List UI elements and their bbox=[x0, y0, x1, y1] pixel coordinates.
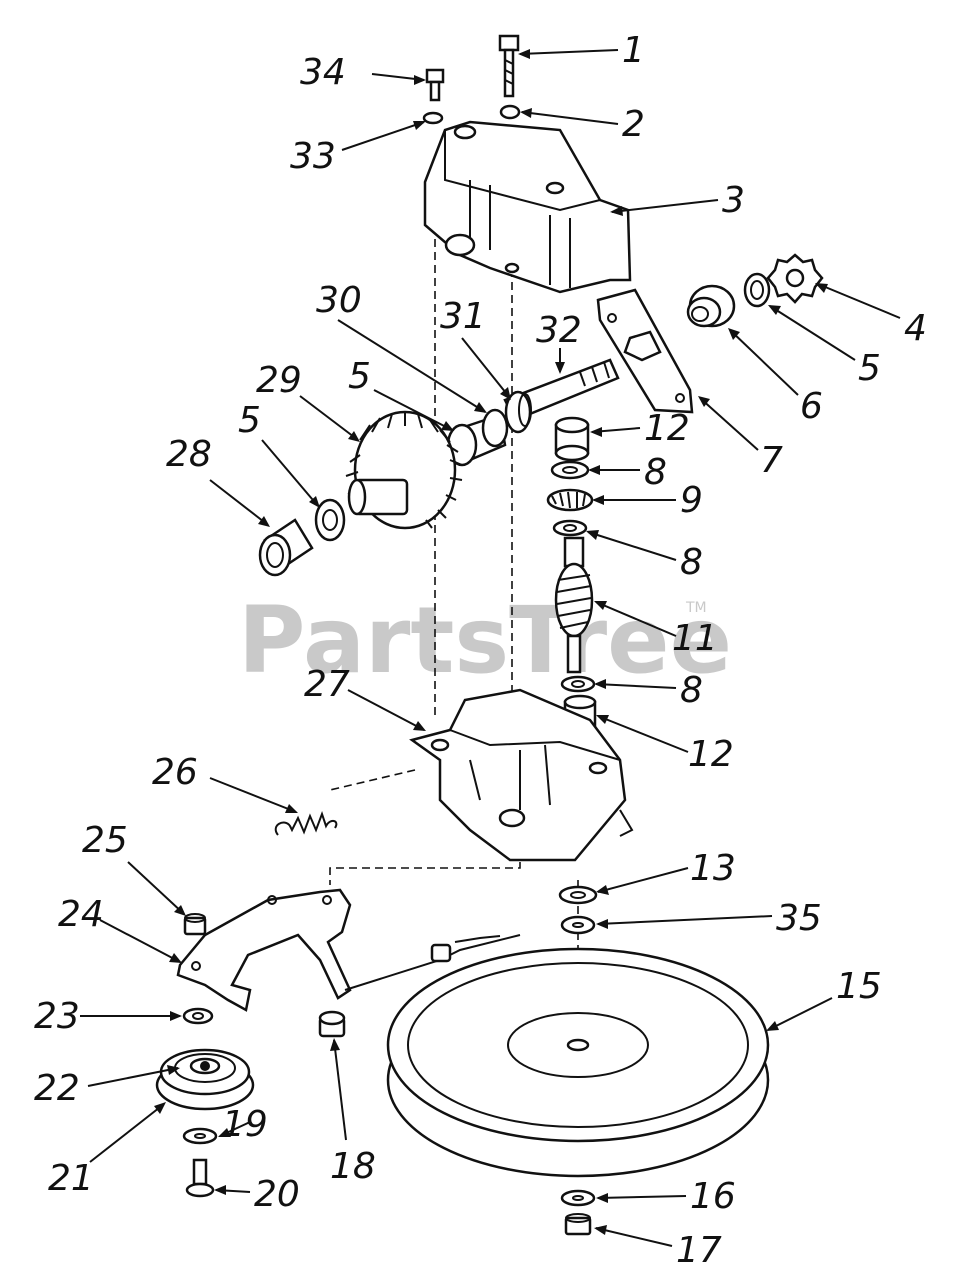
hub-part bbox=[446, 408, 509, 467]
bearing-part bbox=[558, 885, 598, 905]
callout-11: 11 bbox=[672, 618, 718, 659]
washer-part bbox=[550, 460, 590, 480]
callout-33: 33 bbox=[290, 136, 336, 177]
callout-35: 35 bbox=[776, 898, 822, 939]
bolt-part bbox=[185, 1158, 215, 1198]
bushing-part bbox=[686, 284, 736, 328]
callout-34: 34 bbox=[300, 52, 346, 93]
washer-part bbox=[560, 1189, 596, 1207]
callout-28: 28 bbox=[166, 434, 212, 475]
callout-18: 18 bbox=[330, 1146, 376, 1187]
callout-19: 19 bbox=[222, 1104, 268, 1145]
callout-12b: 12 bbox=[688, 734, 734, 775]
washer-part bbox=[743, 272, 771, 308]
leader-lines bbox=[80, 49, 901, 1247]
idler-pulley-part bbox=[155, 1048, 255, 1111]
callout-8a: 8 bbox=[644, 452, 667, 493]
callout-5c: 5 bbox=[238, 400, 261, 441]
callout-1: 1 bbox=[622, 30, 645, 71]
callout-13: 13 bbox=[690, 848, 736, 889]
callout-12a: 12 bbox=[644, 408, 690, 449]
callout-21: 21 bbox=[48, 1158, 94, 1199]
bevel-gear-part bbox=[345, 410, 463, 530]
callout-8b: 8 bbox=[680, 542, 703, 583]
callout-23: 23 bbox=[34, 996, 80, 1037]
sprocket-part bbox=[766, 253, 824, 304]
callout-22: 22 bbox=[34, 1068, 80, 1109]
callout-3: 3 bbox=[722, 180, 745, 221]
callout-15: 15 bbox=[836, 966, 882, 1007]
callout-27: 27 bbox=[304, 664, 350, 705]
callout-2: 2 bbox=[622, 104, 645, 145]
callout-20: 20 bbox=[254, 1174, 300, 1215]
thrust-bearing-part bbox=[546, 488, 594, 512]
upper-housing-part bbox=[423, 120, 632, 294]
callout-24: 24 bbox=[58, 894, 104, 935]
callout-4: 4 bbox=[904, 308, 927, 349]
lower-housing-part bbox=[409, 688, 634, 862]
collar-part bbox=[504, 390, 532, 434]
callout-32: 32 bbox=[536, 310, 582, 351]
callout-26: 26 bbox=[152, 752, 198, 793]
bolt-part bbox=[498, 34, 520, 98]
callout-31: 31 bbox=[440, 296, 486, 337]
callout-8c: 8 bbox=[680, 670, 703, 711]
callout-labels: 1 2 3 4 5 6 7 5 12 8 9 8 11 8 12 13 35 1… bbox=[34, 30, 927, 1271]
nut-part bbox=[183, 913, 207, 936]
bushing-part bbox=[554, 416, 590, 462]
washer-part bbox=[499, 104, 521, 120]
washer-part bbox=[560, 915, 596, 935]
washer-part bbox=[314, 498, 346, 542]
drive-pulley-part bbox=[386, 947, 770, 1178]
washer-part bbox=[422, 111, 444, 125]
callout-7: 7 bbox=[760, 440, 783, 481]
mounting-plate-part bbox=[596, 288, 694, 414]
nut-part bbox=[564, 1213, 592, 1236]
washer-part bbox=[182, 1127, 218, 1145]
watermark-text: PartsTree bbox=[238, 587, 732, 694]
callout-5a: 5 bbox=[858, 348, 881, 389]
callout-30: 30 bbox=[316, 280, 362, 321]
washer-part bbox=[552, 519, 588, 537]
screw-part bbox=[425, 68, 445, 102]
callout-25: 25 bbox=[82, 820, 128, 861]
washer-part bbox=[182, 1007, 214, 1025]
cable-part bbox=[344, 934, 521, 991]
bushing-part bbox=[258, 518, 314, 577]
callout-5b: 5 bbox=[348, 356, 371, 397]
idler-arm-part bbox=[176, 888, 352, 1012]
callout-16: 16 bbox=[690, 1176, 736, 1217]
callout-17: 17 bbox=[676, 1230, 722, 1271]
spring-part bbox=[274, 811, 338, 836]
watermark-trademark: TM bbox=[685, 600, 707, 616]
callout-29: 29 bbox=[256, 360, 302, 401]
washer-part bbox=[560, 675, 596, 693]
callout-9: 9 bbox=[680, 480, 703, 521]
worm-shaft-part bbox=[554, 536, 594, 674]
callout-6: 6 bbox=[800, 386, 823, 427]
spacer-part bbox=[318, 1010, 346, 1038]
